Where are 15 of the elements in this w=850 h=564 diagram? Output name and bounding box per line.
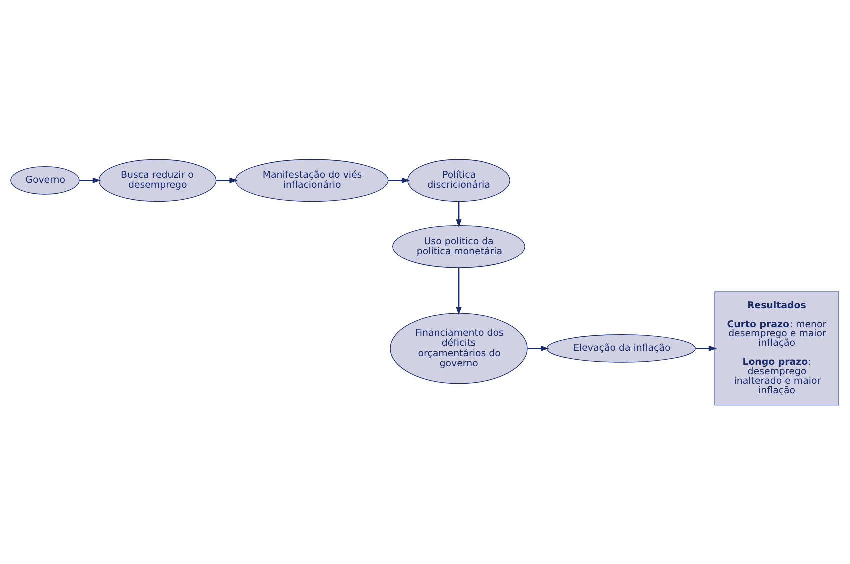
node-ellipse: Busca reduzir o desemprego — [98, 158, 217, 202]
node-ellipse: Elevação da inflação — [546, 334, 696, 362]
arrow — [456, 201, 462, 228]
node-ellipse: Governo — [10, 166, 80, 194]
arrow — [528, 345, 550, 352]
arrow — [388, 177, 410, 183]
node-box: Resultados Curto prazo: menor desemprego e maior inflação Longo prazo: desemprego inalterado e maior inflação — [714, 291, 840, 406]
arrow — [80, 177, 101, 183]
arrow — [216, 177, 238, 183]
arrow — [696, 345, 717, 352]
node-ellipse: Política discricionária — [408, 158, 510, 202]
node-ellipse: Manifestação do viés inflacionário — [235, 158, 389, 202]
node-ellipse: Uso político da política monetária — [392, 224, 526, 268]
arrow — [456, 267, 462, 315]
node-ellipse: Financiamento dos déficits orçamentários do governo — [390, 312, 528, 384]
